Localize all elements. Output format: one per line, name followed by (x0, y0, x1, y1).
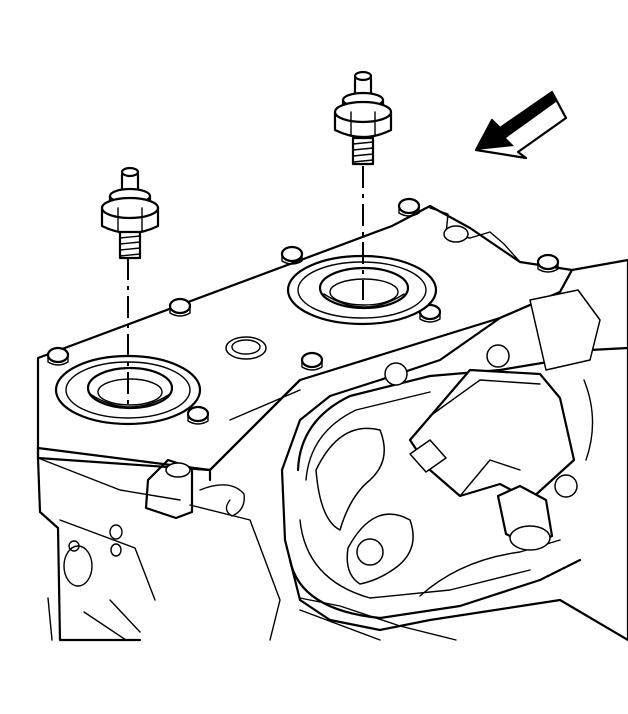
bolt (300, 351, 324, 371)
bolt (46, 346, 70, 366)
knock-sensor-icon (100, 166, 160, 260)
lower-details (144, 458, 457, 641)
engine-block (36, 456, 281, 642)
bolt (536, 253, 560, 273)
bolt (186, 405, 210, 425)
bolt (280, 245, 304, 265)
cover-bolts (46, 197, 560, 425)
bolt (168, 297, 192, 317)
knock-sensor-icon (333, 70, 393, 166)
intake-manifold (280, 258, 628, 642)
knock-sensor-right (333, 70, 393, 166)
bolt (397, 197, 421, 217)
knock-sensor-left (100, 166, 160, 260)
front-arrow-icon[interactable] (474, 90, 568, 160)
